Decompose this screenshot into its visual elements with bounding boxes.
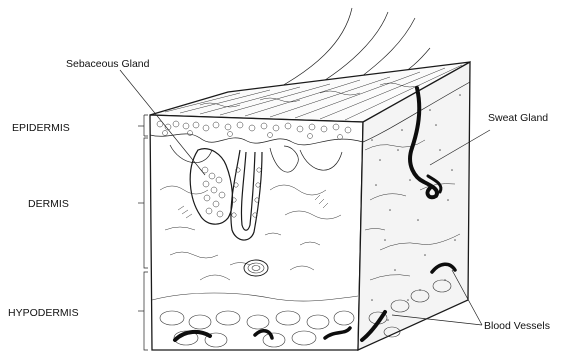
sebaceous-gland-label: Sebaceous Gland [66, 58, 150, 70]
front-face [150, 115, 363, 350]
layer-brackets [138, 115, 148, 350]
sweat-gland-label: Sweat Gland [488, 112, 548, 124]
epidermis-label: EPIDERMIS [12, 122, 70, 134]
blood-vessels-label: Blood Vessels [484, 320, 550, 332]
hypodermis-label: HYPODERMIS [8, 307, 79, 319]
dermis-label: DERMIS [28, 198, 69, 210]
